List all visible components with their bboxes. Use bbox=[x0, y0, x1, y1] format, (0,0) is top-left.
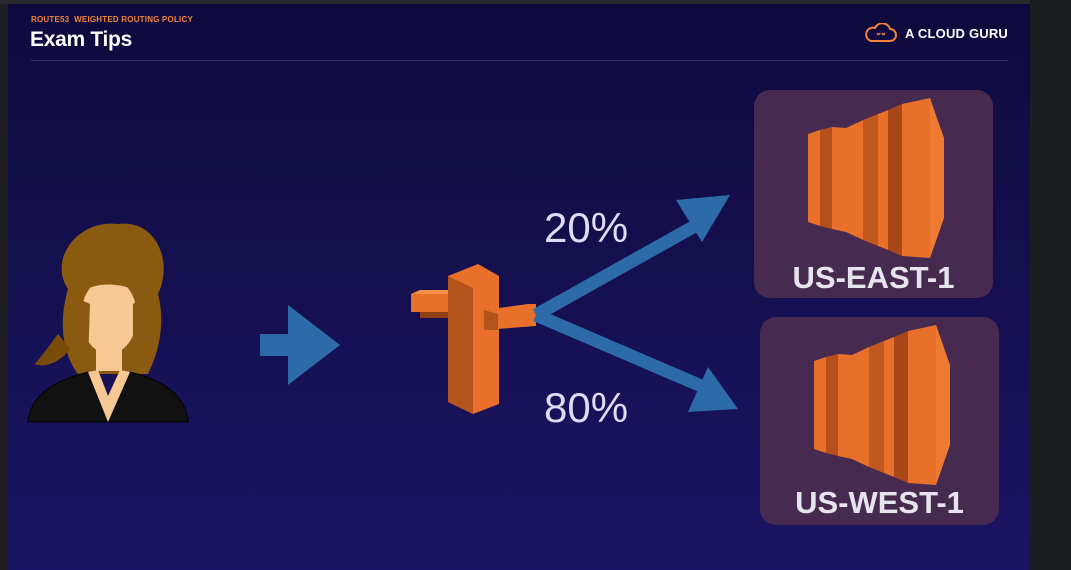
ec2-icon bbox=[808, 98, 944, 258]
brand-logo: A CLOUD GURU bbox=[863, 22, 1008, 44]
breadcrumb-section: ROUTE53 bbox=[31, 15, 70, 24]
route-arrow-west bbox=[533, 309, 738, 412]
region-label-us-east-1: US-EAST-1 bbox=[792, 260, 955, 295]
weight-label-east: 20% bbox=[544, 204, 629, 251]
breadcrumb: ROUTE53 WEIGHTED ROUTING POLICY bbox=[31, 15, 193, 24]
brand-name: A CLOUD GURU bbox=[905, 25, 1009, 41]
cloud-logo-icon bbox=[865, 23, 897, 42]
region-box-us-east-1: US-EAST-1 bbox=[754, 90, 993, 298]
window-top-bar bbox=[0, 0, 1071, 4]
route53-icon bbox=[411, 264, 536, 414]
user-icon bbox=[27, 223, 189, 423]
region-label-us-west-1: US-WEST-1 bbox=[795, 485, 964, 520]
slide: ROUTE53 WEIGHTED ROUTING POLICY Exam Tip… bbox=[8, 4, 1030, 570]
breadcrumb-topic: WEIGHTED ROUTING POLICY bbox=[74, 15, 193, 24]
weight-label-west: 80% bbox=[544, 384, 629, 431]
ec2-icon bbox=[814, 325, 950, 485]
route-arrow-east bbox=[532, 195, 730, 321]
header-divider bbox=[30, 60, 1008, 61]
region-box-us-west-1: US-WEST-1 bbox=[760, 317, 999, 525]
page-title: Exam Tips bbox=[30, 28, 132, 51]
side-panel-strip bbox=[1030, 0, 1071, 570]
routing-diagram bbox=[27, 195, 738, 423]
arrow-right-icon bbox=[260, 305, 340, 385]
